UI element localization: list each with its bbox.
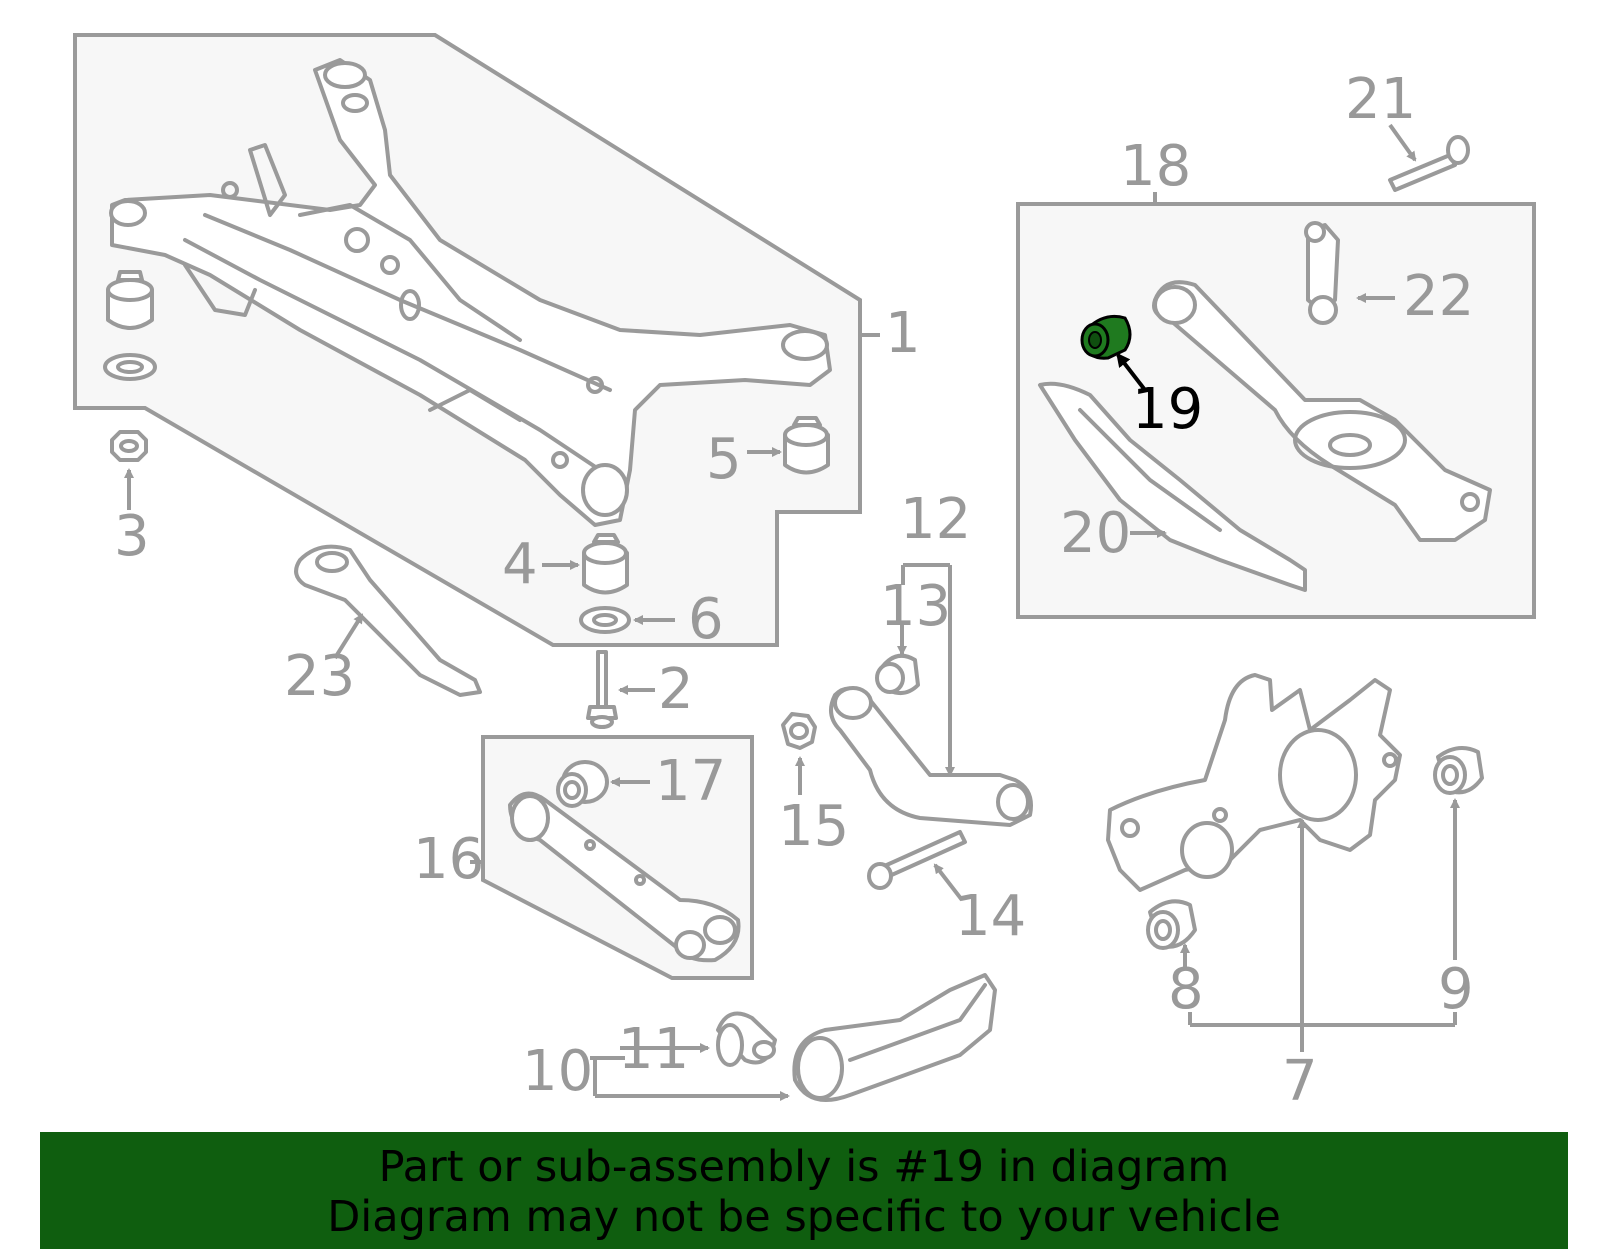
bolt-part-2: [586, 650, 655, 729]
arm-part-10: [590, 973, 997, 1102]
banner-line-part: Part or sub-assembly is #19 in diagram: [378, 1142, 1230, 1192]
callout-8: 8: [1168, 957, 1204, 1022]
washer-part-6: [579, 606, 675, 634]
banner-line-disclaimer: Diagram may not be specific to your vehi…: [327, 1192, 1281, 1242]
callout-14: 14: [955, 884, 1026, 949]
callout-9: 9: [1438, 957, 1474, 1022]
bushing-part-5: [747, 416, 830, 475]
bushing-part-4: [542, 533, 629, 595]
callout-11: 11: [618, 1017, 689, 1082]
subframe-part: [109, 58, 832, 527]
nut-part-15: [781, 712, 817, 795]
callout-16: 16: [413, 827, 484, 892]
knuckle-part-7: [1106, 673, 1484, 1052]
callout-1: 1: [885, 301, 921, 366]
callout-4: 4: [502, 532, 538, 597]
bolt-part-14: [867, 830, 967, 902]
assembly-box-18: [1016, 192, 1536, 619]
callout-15: 15: [778, 794, 849, 859]
callout-18: 18: [1120, 134, 1191, 199]
info-banner: Part or sub-assembly is #19 in diagram D…: [40, 1132, 1568, 1249]
callout-10: 10: [522, 1039, 593, 1104]
callout-17: 17: [655, 749, 726, 814]
callout-22: 22: [1403, 264, 1474, 329]
callout-23: 23: [284, 644, 355, 709]
callout-12: 12: [900, 487, 971, 552]
callout-19[interactable]: 19: [1132, 377, 1203, 442]
callout-3: 3: [114, 504, 150, 569]
bolt-part-21: [1388, 123, 1470, 192]
callout-13: 13: [880, 574, 951, 639]
callout-5: 5: [706, 427, 742, 492]
arm-part-12: [829, 563, 1033, 827]
nut-part-3: [110, 430, 148, 510]
callout-2: 2: [658, 657, 694, 722]
subframe-left-bushing: [103, 270, 157, 381]
callout-20: 20: [1060, 501, 1131, 566]
highlighted-bushing-19[interactable]: [1080, 314, 1147, 392]
callout-7: 7: [1282, 1049, 1318, 1114]
callout-6: 6: [688, 587, 724, 652]
arm-box-16: [470, 735, 754, 980]
callout-21: 21: [1345, 67, 1416, 132]
arm-part-23: [294, 544, 482, 697]
